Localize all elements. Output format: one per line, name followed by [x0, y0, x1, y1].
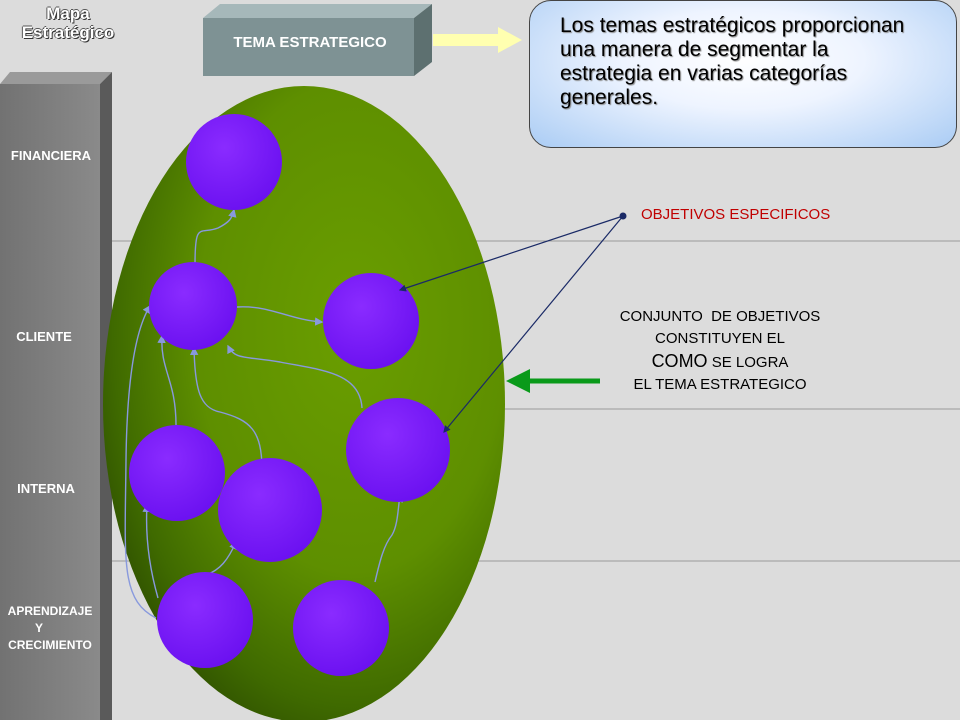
link-arrow: [194, 208, 237, 266]
conjunto-como: COMO: [651, 351, 708, 371]
conjunto-text: CONJUNTO DE OBJETIVOS CONSTITUYEN EL COM…: [580, 306, 860, 396]
strategic-theme-ellipse: [103, 86, 505, 720]
conjunto-line3: COMO SE LOGRA: [580, 350, 860, 374]
objective-circle: [149, 262, 237, 350]
pointer-line: [443, 215, 624, 433]
link-arrow: [227, 344, 363, 409]
callout-line1: Los temas estratégicos proporcionan: [560, 14, 905, 37]
perspective-aprendizaje: APRENDIZAJE Y CRECIMIENTO: [0, 603, 100, 654]
perspective-aprendizaje-line1: APRENDIZAJE: [7, 604, 93, 618]
objective-circle: [293, 580, 389, 676]
objective-circle: [129, 425, 225, 521]
green-arrow-head: [506, 369, 530, 393]
perspective-cliente: CLIENTE: [16, 329, 72, 344]
perspective-aprendizaje-line3: CRECIMIENTO: [8, 638, 92, 652]
perspective-interna: INTERNA: [17, 481, 75, 496]
objective-circle: [346, 398, 450, 502]
conjunto-line1: CONJUNTO DE OBJETIVOS: [619, 308, 821, 325]
conjunto-line2: CONSTITUYEN EL: [654, 330, 786, 347]
link-arrow: [236, 306, 324, 326]
callout-line2: una manera de segmentar la: [560, 38, 829, 61]
tema-box-side: [414, 4, 432, 76]
map-title: Mapa Estratégico: [6, 4, 130, 42]
tema-box-top: [203, 4, 432, 18]
objetivos-especificos-label: OBJETIVOS ESPECIFICOS: [641, 206, 831, 223]
callout-line4: generales.: [560, 86, 659, 109]
objective-circle: [157, 572, 253, 668]
objective-circle: [218, 458, 322, 562]
perspective-aprendizaje-line2: Y: [34, 621, 43, 635]
pointer-line: [398, 215, 624, 292]
tema-estrategico-label: TEMA ESTRATEGICO: [233, 34, 387, 51]
callout-line3: estrategia en varias categorías: [560, 62, 848, 85]
link-arrow: [124, 304, 157, 619]
map-title-line2: Estratégico: [21, 23, 115, 42]
map-title-line1: Mapa: [46, 4, 90, 23]
perspective-column: [0, 84, 100, 720]
conjunto-line4: EL TEMA ESTRATEGICO: [633, 376, 807, 393]
link-arrow: [157, 334, 177, 426]
objective-circle: [323, 273, 419, 369]
link-arrow: [189, 346, 263, 471]
perspective-column-top: [0, 72, 112, 84]
perspective-financiera: FINANCIERA: [10, 148, 92, 163]
conjunto-se-logra: SE LOGRA: [707, 354, 789, 371]
callout-box: Los temas estratégicos proporcionan una …: [529, 0, 957, 148]
link-arrow: [142, 503, 159, 599]
link-arrow: [374, 493, 404, 583]
objective-circle: [186, 114, 282, 210]
tema-box-front: [203, 18, 414, 76]
tema-to-callout-arrow: [433, 27, 522, 53]
